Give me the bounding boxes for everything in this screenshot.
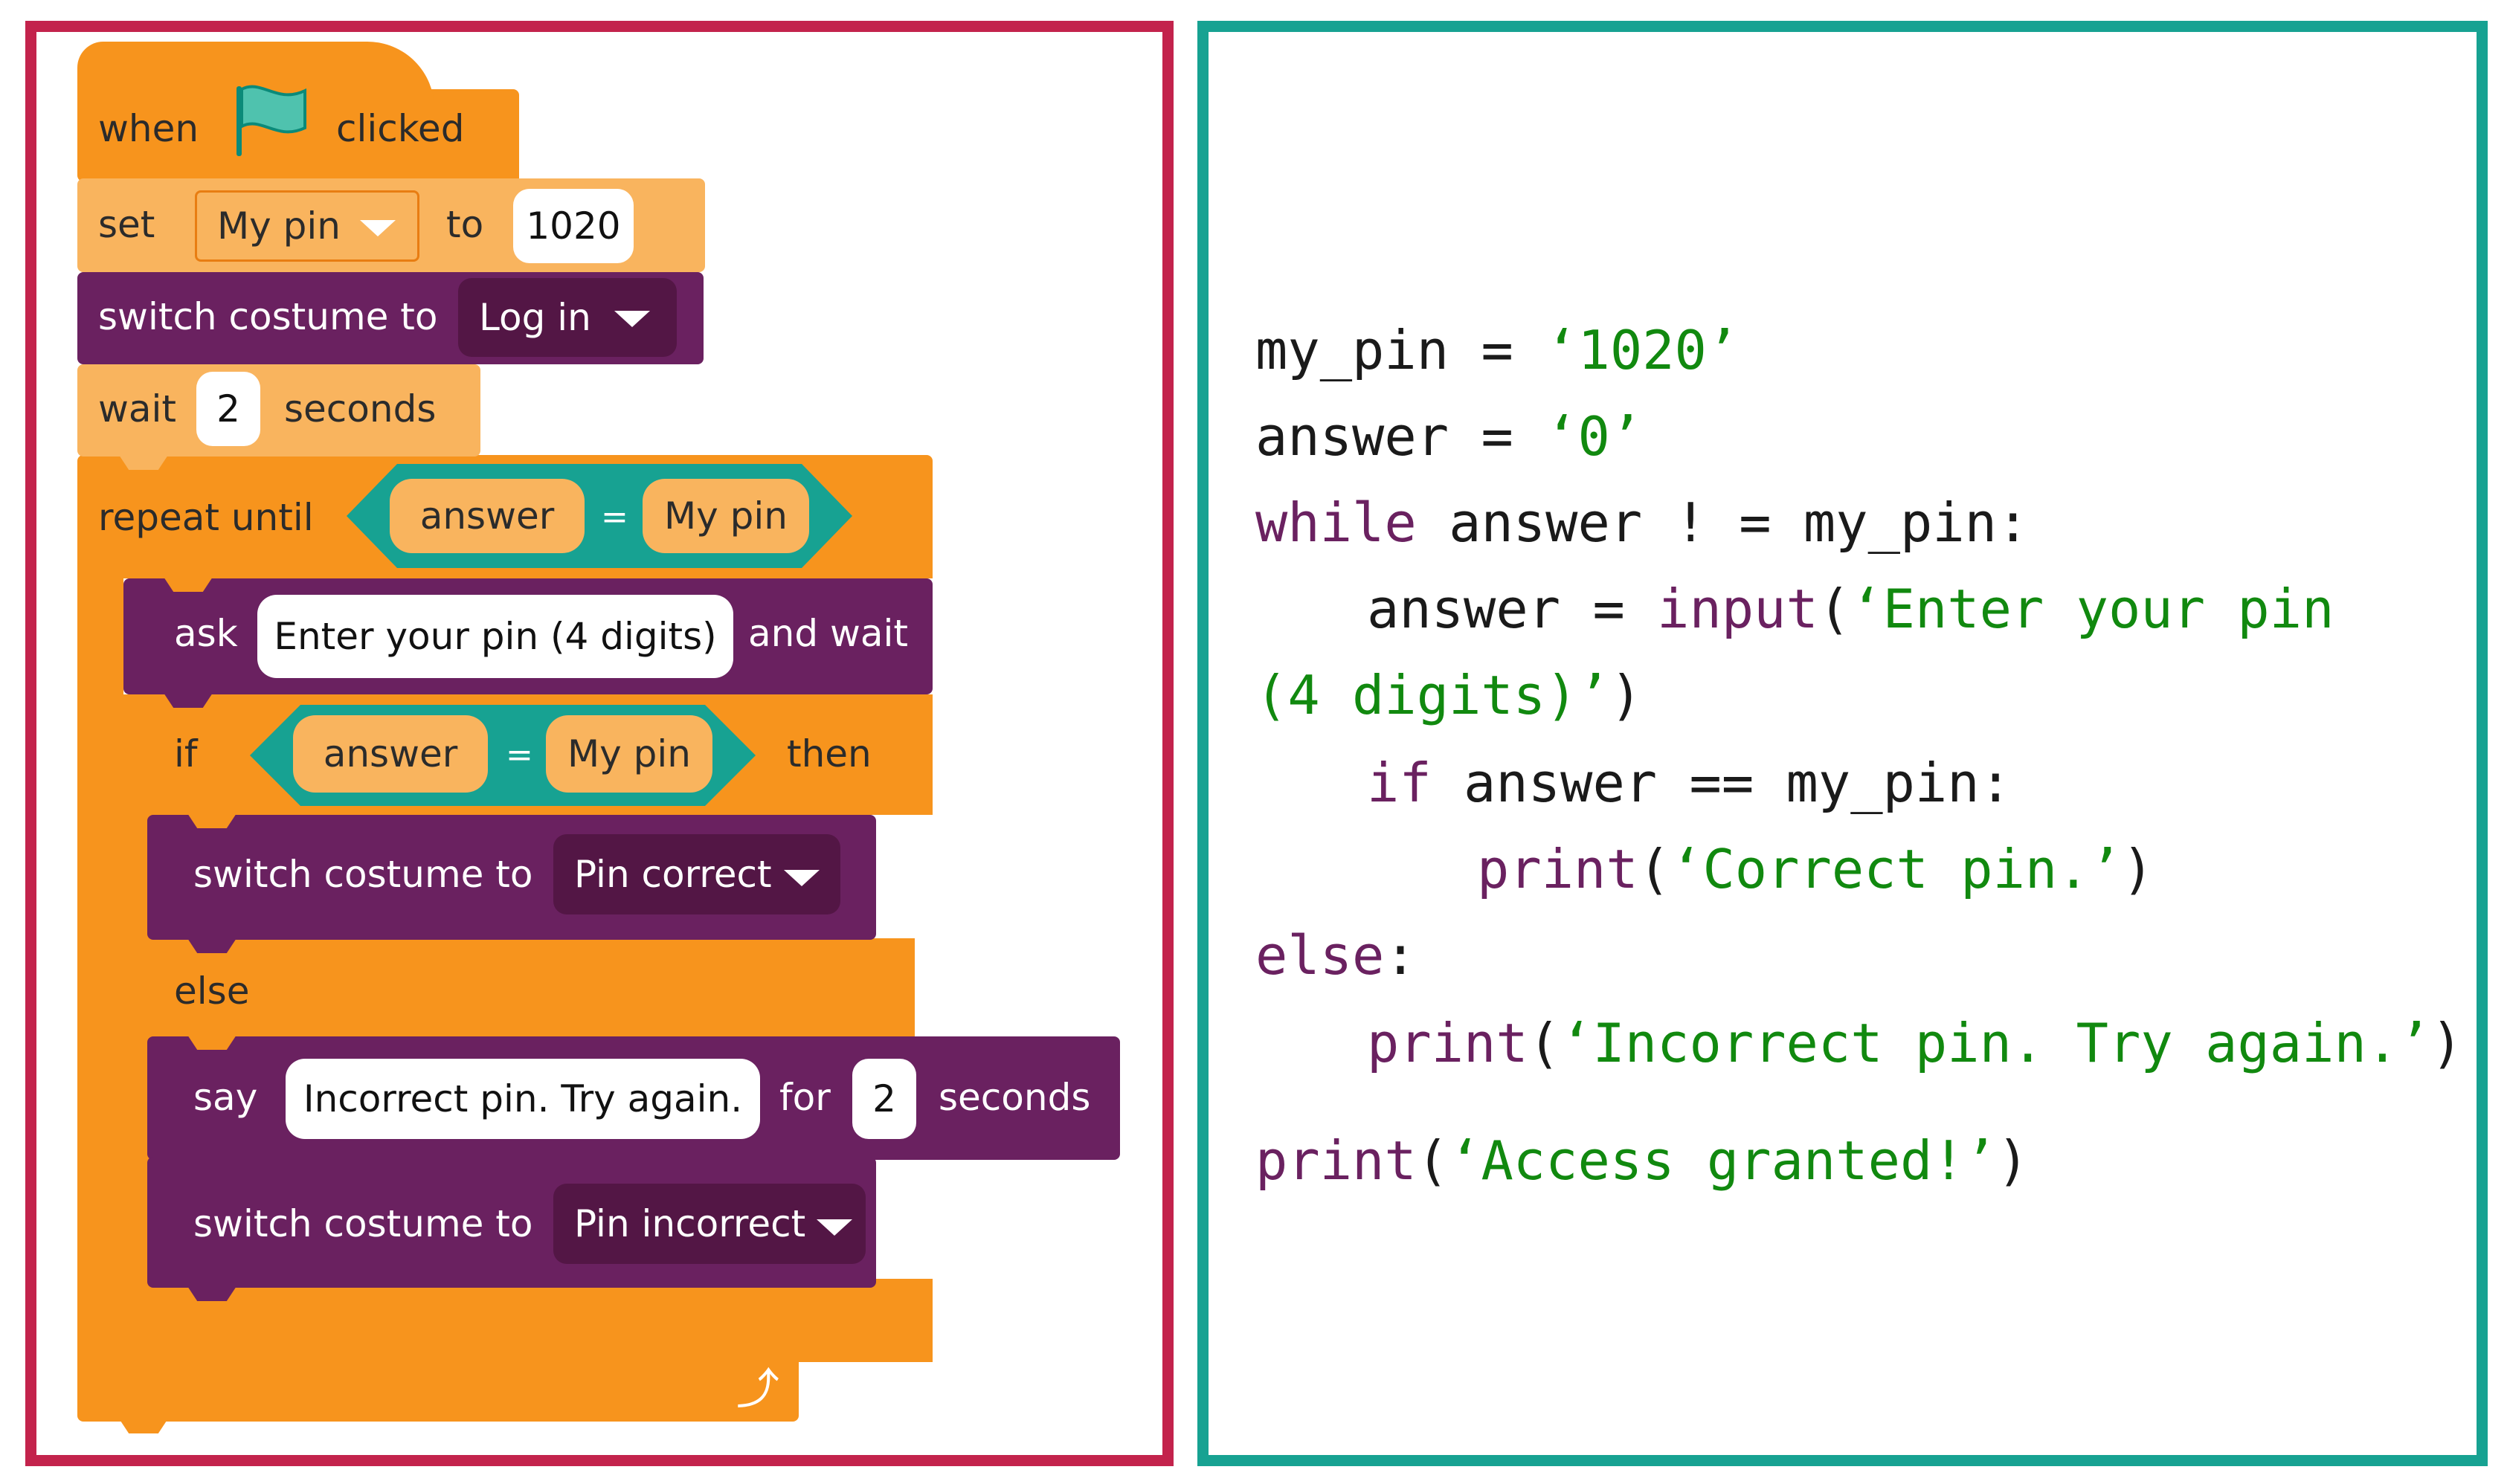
code-line-10: print(‘Access granted!’) <box>1255 1129 2030 1192</box>
block-tab <box>187 1286 236 1301</box>
block-tab <box>119 455 168 470</box>
code-line-8: else: <box>1255 924 1417 987</box>
code-line-5: (4 digits)’) <box>1255 664 1643 726</box>
else-bar <box>123 938 915 1038</box>
code-line-9: print(‘Incorrect pin. Try again.’) <box>1367 1012 2463 1074</box>
code-line-2: answer = ‘0’ <box>1255 405 1643 468</box>
block-tab <box>119 1419 168 1433</box>
if-my-pin-reporter[interactable]: My pin <box>546 715 712 793</box>
for-label: for <box>779 1076 831 1119</box>
to-label: to <box>446 203 484 246</box>
clicked-label: clicked <box>336 107 465 150</box>
block-tab <box>187 1035 236 1050</box>
repeat-until-arm <box>77 565 123 1309</box>
if-footer <box>123 1279 933 1362</box>
switch-costume-label: switch costume to <box>193 853 533 896</box>
say-text-input[interactable]: Incorrect pin. Try again. <box>286 1059 760 1139</box>
answer-reporter[interactable]: answer <box>390 479 585 553</box>
when-label: when <box>98 107 199 150</box>
say-label: say <box>193 1076 258 1119</box>
code-line-1: my_pin = ‘1020’ <box>1255 319 1740 381</box>
code-line-3: while answer ! = my_pin: <box>1255 491 2030 554</box>
loop-arrow-icon: ⤴ <box>736 1364 780 1414</box>
dropdown-arrow-icon <box>784 870 820 886</box>
dropdown-arrow-icon <box>817 1219 852 1236</box>
costume-incorrect-dropdown[interactable]: Pin incorrect <box>553 1184 866 1264</box>
repeat-until-label: repeat until <box>98 496 314 539</box>
equals-label: = <box>601 498 628 536</box>
code-line-4: answer = input(‘Enter your pin <box>1367 578 2334 640</box>
block-tab <box>164 693 213 708</box>
if-answer-reporter[interactable]: answer <box>293 715 488 793</box>
switch-costume-label: switch costume to <box>98 295 438 338</box>
seconds-label: seconds <box>939 1076 1091 1119</box>
wait-value-input[interactable]: 2 <box>196 372 260 446</box>
dropdown-arrow-icon <box>360 220 396 236</box>
python-panel <box>1197 21 2488 1466</box>
and-wait-label: and wait <box>748 612 908 655</box>
if-label: if <box>174 732 198 775</box>
ask-label: ask <box>174 612 238 655</box>
else-label: else <box>174 970 250 1013</box>
set-label: set <box>98 203 155 246</box>
code-line-7: print(‘Correct pin.’) <box>1477 838 2155 900</box>
code-line-6: if answer == my_pin: <box>1367 752 2012 814</box>
wait-block[interactable] <box>77 364 480 457</box>
green-flag-icon[interactable] <box>232 83 309 158</box>
block-tab <box>187 938 236 953</box>
block-tab <box>164 577 213 592</box>
dropdown-arrow-icon <box>614 311 650 327</box>
switch-costume-label: switch costume to <box>193 1202 533 1245</box>
set-value-input[interactable]: 1020 <box>513 189 634 263</box>
my-pin-reporter[interactable]: My pin <box>643 479 809 553</box>
then-label: then <box>787 732 872 775</box>
seconds-label: seconds <box>284 387 437 430</box>
say-value-input[interactable]: 2 <box>852 1059 916 1139</box>
ask-text-input[interactable]: Enter your pin (4 digits) <box>257 595 733 678</box>
if-equals-label: = <box>506 736 533 774</box>
block-tab <box>187 813 236 828</box>
wait-label: wait <box>98 387 177 430</box>
variable-dropdown-label: My pin <box>217 204 341 248</box>
